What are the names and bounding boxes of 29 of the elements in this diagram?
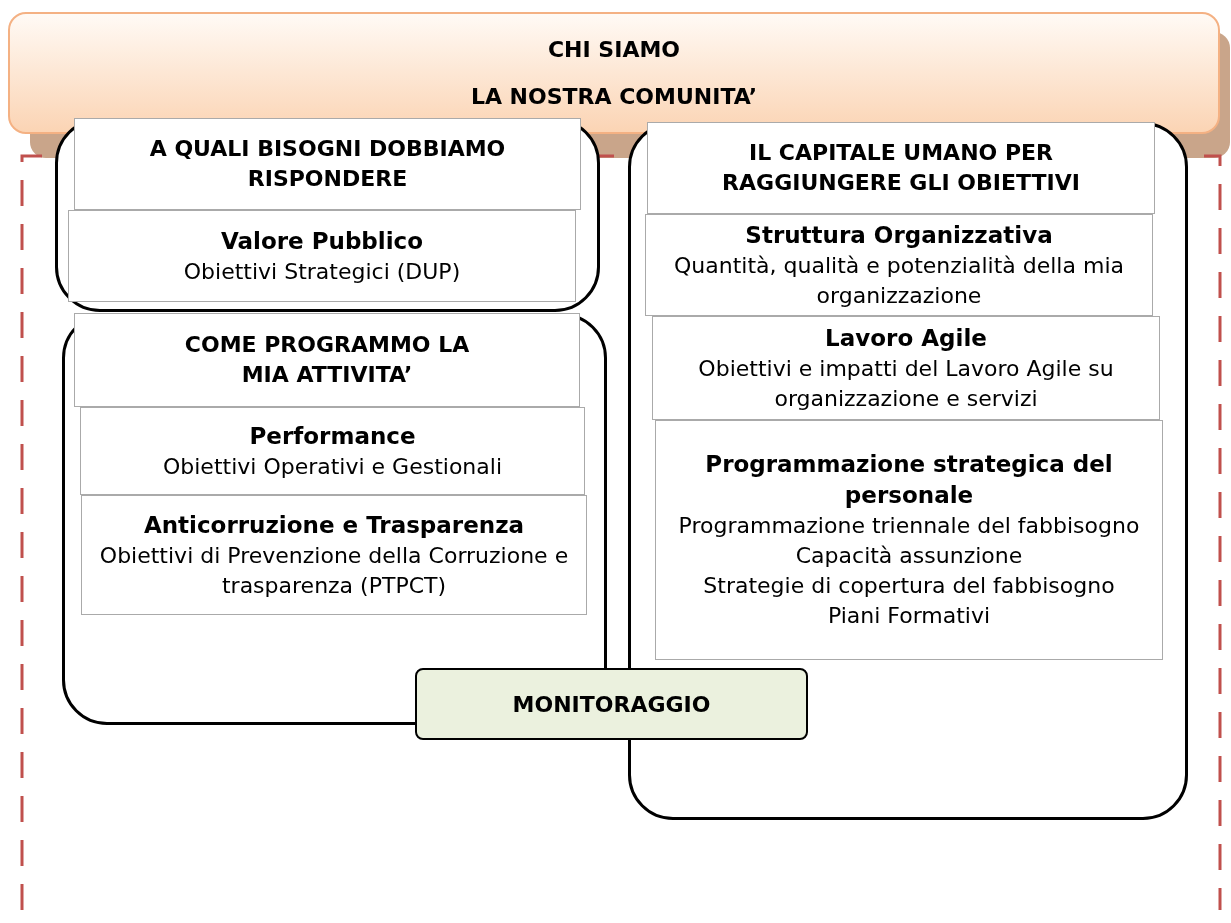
content-box [645, 214, 1153, 316]
box-description: Programmazione triennale del fabbisogno [678, 512, 1140, 540]
box-title: Struttura Organizzativa [745, 220, 1053, 250]
box-description: Capacità assunzione [795, 542, 1023, 570]
box-description: Piani Formativi [827, 602, 991, 630]
box-title: Performance [249, 421, 416, 451]
box-description: Quantità, qualità e potenzialità della mia organizzazione [673, 251, 1125, 310]
content-box [68, 210, 576, 302]
box-title: Anticorruzione e Trasparenza [143, 510, 525, 540]
banner-title: CHI SIAMO [547, 37, 681, 62]
box-title: Valore Pubblico [220, 226, 424, 256]
content-box [652, 316, 1160, 420]
box-description: Obiettivi Operativi e Gestionali [162, 452, 502, 481]
rounded-section-frame [55, 118, 600, 312]
section-heading-box: COME PROGRAMMO LA MIA ATTIVITA’ [74, 313, 580, 407]
header-banner [8, 12, 1220, 134]
banner-title: LA NOSTRA COMUNITA’ [470, 84, 758, 109]
box-title: Programmazione strategica del personale [704, 450, 1114, 510]
section-heading-box: A QUALI BISOGNI DOBBIAMO RISPONDERE [74, 118, 581, 210]
section-heading-box: IL CAPITALE UMANO PER RAGGIUNGERE GLI OBIETTIVI [647, 122, 1155, 214]
box-description: Strategie di copertura del fabbisogno [703, 572, 1115, 600]
box-description: Obiettivi e impatti del Lavoro Agile su organizzazione e servizi [697, 354, 1115, 413]
box-description: Obiettivi di Prevenzione della Corruzione e trasparenza (PTPCT) [98, 541, 570, 600]
box-description: Obiettivi Strategici (DUP) [183, 257, 461, 286]
content-box [80, 407, 585, 495]
content-box [81, 495, 587, 615]
box-title: Lavoro Agile [825, 323, 987, 353]
monitoring-box: MONITORAGGIO [415, 668, 808, 740]
content-box [655, 420, 1163, 660]
